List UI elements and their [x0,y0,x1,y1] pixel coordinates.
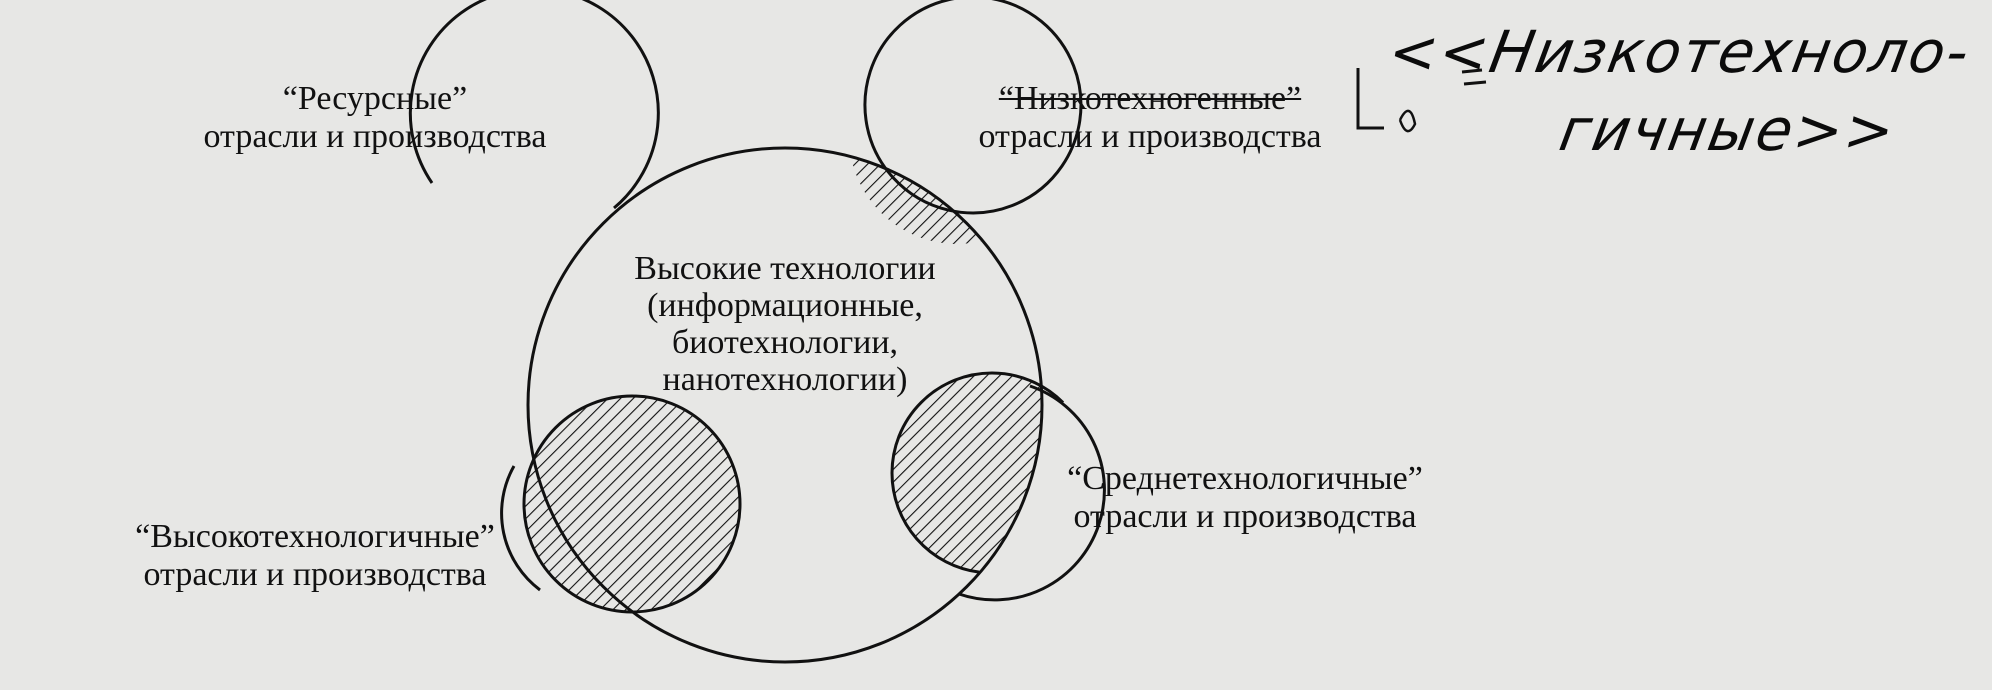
center-label-line4: нанотехнологии) [662,361,908,398]
medium-tech-overlap-hatch [892,373,1042,573]
high-technologies-circle [526,146,1044,664]
medium-tech-label-line1: “Среднетехнологичные” [1067,460,1423,497]
resource-label-line1: “Ресурсные” [282,80,468,117]
low-tech-sector-circle [863,0,1083,215]
resource-sector-arc [408,0,660,210]
handwritten-annotation-line1: <<Низкотехноло- [1383,18,1976,86]
center-label-line1: Высокие технологии [634,250,936,287]
low-tech-label-line2: отрасли и производства [978,118,1322,155]
low-tech-label: “Низкотехногенные” отрасли и производств… [925,80,1375,156]
medium-tech-sector-inner [890,371,1094,575]
center-label: Высокие технологии (информационные, биот… [580,250,990,398]
handwritten-annotation-line2: гичные>> [1554,96,1902,164]
medium-tech-sector-arc [958,384,1106,602]
annotation-loop [1398,109,1417,133]
annotation-equals [1461,68,1487,86]
resource-label: “Ресурсные” отрасли и производства [155,80,595,156]
high-tech-label-line2: отрасли и производства [143,556,487,593]
low-tech-label-line1: “Низкотехногенные” [998,80,1302,117]
resource-label-line2: отрасли и производства [203,118,547,155]
medium-tech-label-line2: отрасли и производства [1073,498,1417,535]
high-tech-hatched-circle [522,394,742,614]
center-label-line2: (информационные, [647,287,923,324]
annotation-bracket [1356,68,1384,130]
handwritten-annotation: <<Низкотехноло- гичные>> [1370,18,1976,164]
high-tech-label-line1: “Высокотехнологичные” [135,518,495,555]
medium-tech-label: “Среднетехнологичные” отрасли и производ… [1015,460,1475,536]
high-tech-label: “Высокотехнологичные” отрасли и производ… [80,518,550,594]
center-label-line3: биотехнологии, [671,324,899,361]
high-tech-sector-arc [500,465,541,592]
